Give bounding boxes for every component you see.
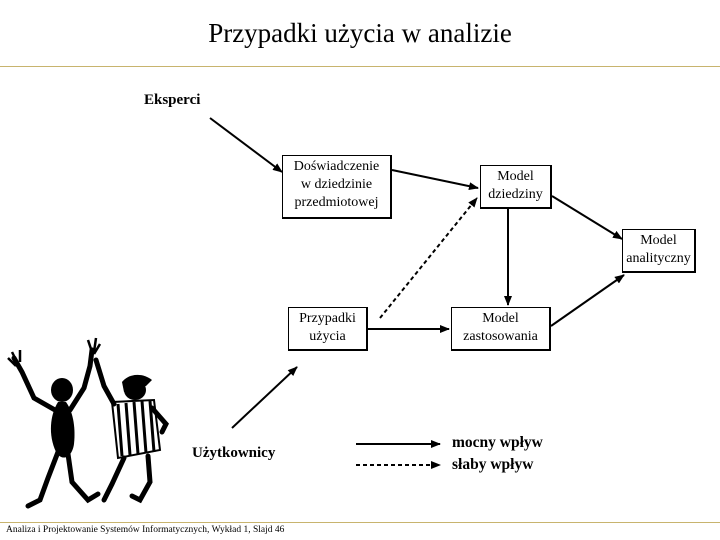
use-cases-box: Przypadki użycia — [288, 307, 368, 351]
footer-text: Analiza i Projektowanie Systemów Informa… — [6, 525, 285, 535]
domain-experience-box: Doświadczenie w dziedzinie przedmiotowej — [282, 155, 392, 219]
arrow-experts-to-experience — [209, 117, 283, 173]
arrow-usecases-to-domain-weak — [379, 197, 478, 319]
users-label: Użytkownicy — [192, 445, 276, 461]
arrow-domain-to-analysis — [551, 195, 623, 240]
analysis-model-box: Model analityczny — [622, 229, 696, 273]
arrow-users-to-usecases — [231, 366, 298, 429]
application-model-box: Model zastosowania — [451, 307, 551, 351]
legend-strong-label: mocny wpływ — [452, 434, 543, 451]
domain-model-box: Model dziedziny — [480, 165, 552, 209]
arrow-experience-to-domain-model — [391, 169, 479, 191]
title-rule — [0, 66, 720, 67]
legend-weak-label: słaby wpływ — [452, 456, 534, 473]
page-title: Przypadki użycia w analizie — [208, 18, 512, 48]
arrow-application-to-analysis — [550, 274, 625, 327]
dancing-people-icon — [7, 337, 169, 509]
experts-label: Eksperci — [144, 92, 201, 108]
footer-rule — [0, 522, 720, 523]
